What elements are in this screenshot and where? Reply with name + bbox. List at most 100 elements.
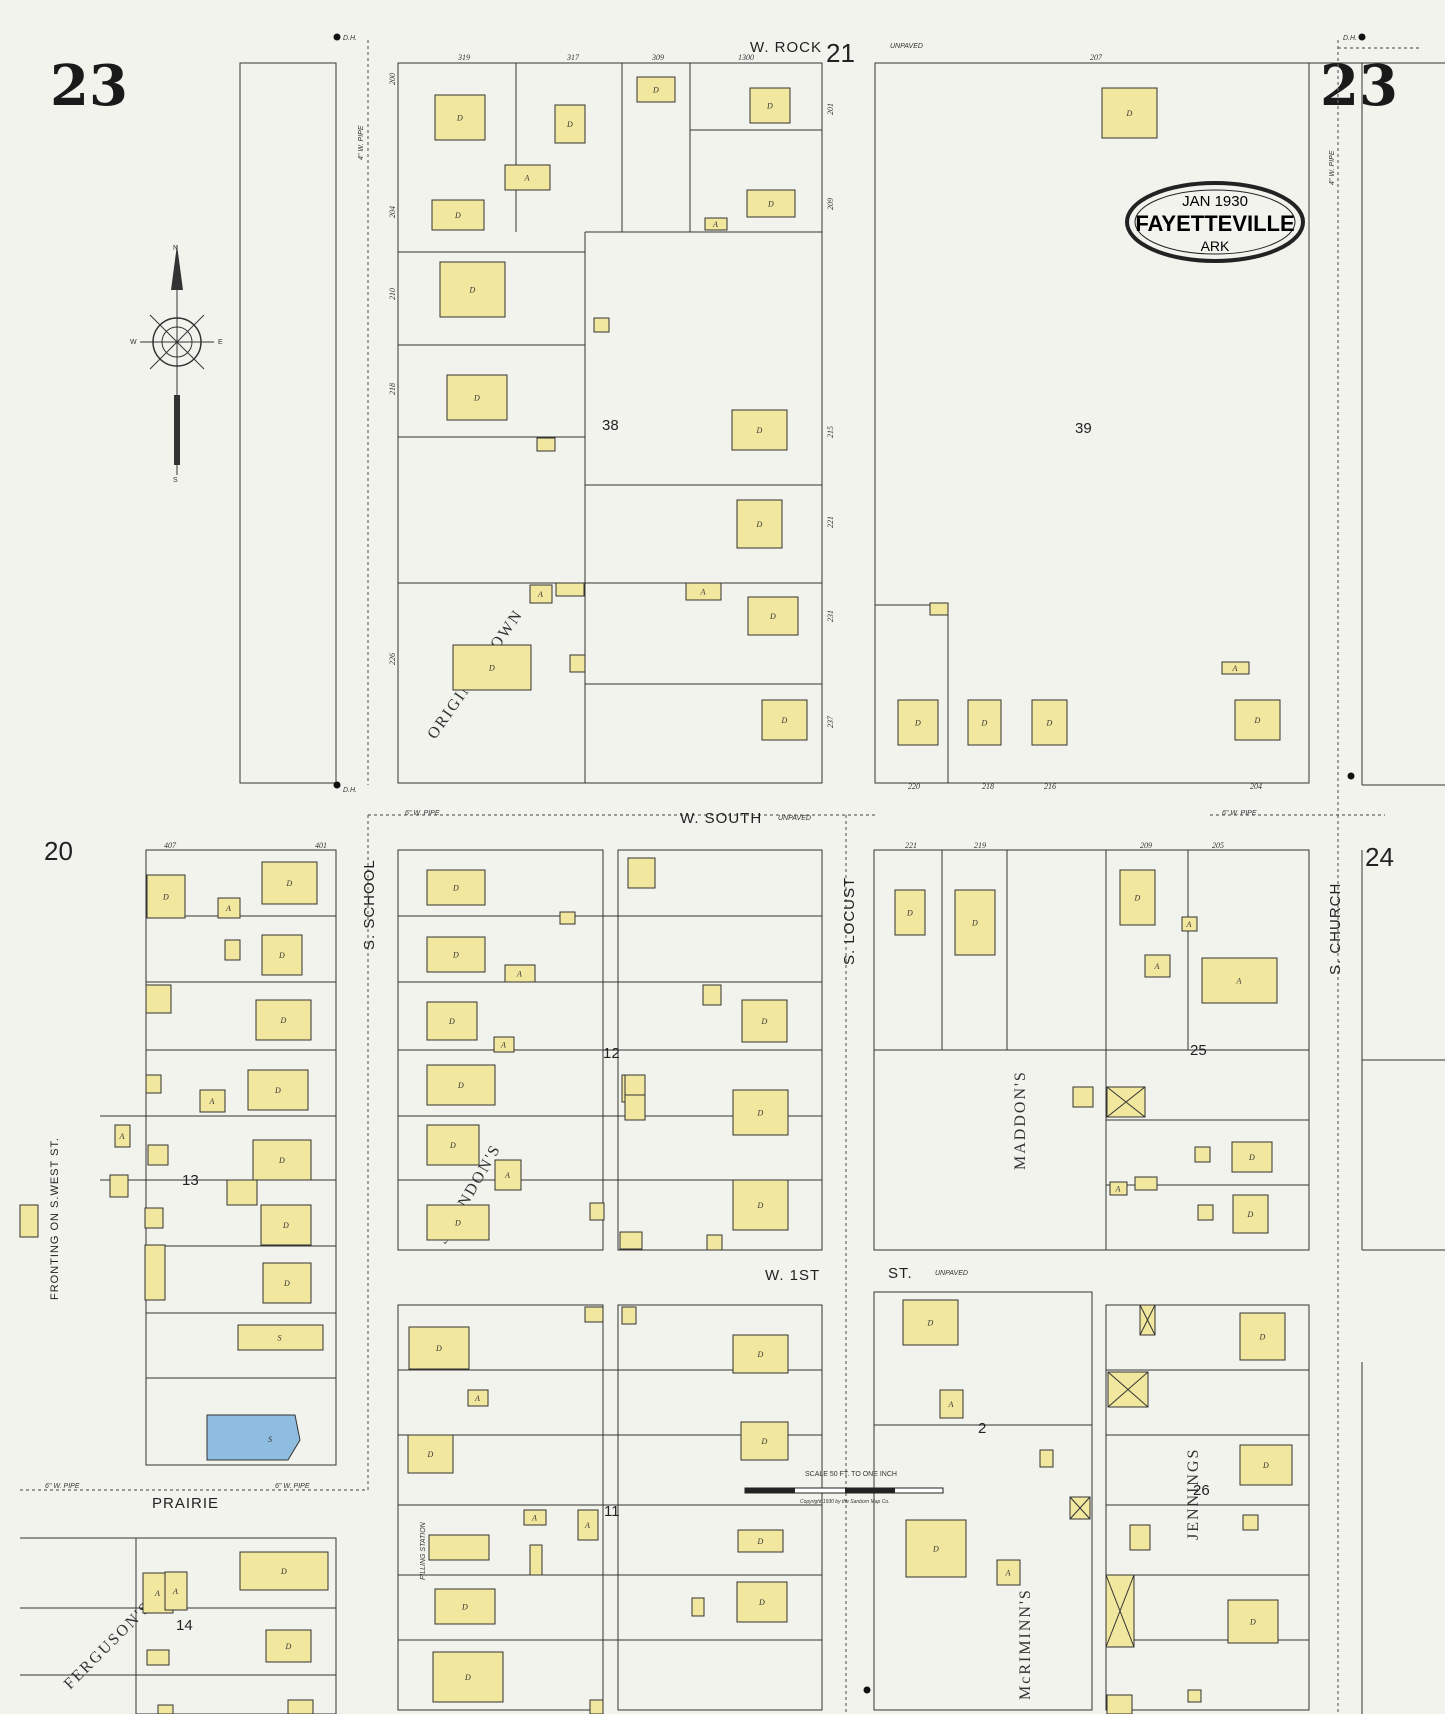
north-arrow-icon: N S E W — [130, 245, 223, 484]
building-type-label: D — [280, 1567, 287, 1576]
building-type-label: D — [464, 1673, 471, 1682]
building-footprint — [493, 1036, 515, 1053]
building-footprint — [736, 499, 783, 549]
filling-station-building — [428, 1534, 490, 1561]
svg-text:200: 200 — [388, 73, 397, 85]
scale-bar: SCALE 50 FT. TO ONE INCH Copyright 1930 … — [744, 1471, 944, 1505]
building-footprint — [1134, 1176, 1158, 1191]
building-type-label: A — [1005, 1569, 1011, 1578]
building-type-label: S — [268, 1435, 272, 1444]
building-type-label: A — [1154, 962, 1160, 971]
building-footprint — [145, 1074, 162, 1094]
building-type-label: D — [761, 1437, 768, 1446]
building-footprint — [731, 409, 788, 451]
building-type-label: D — [278, 1156, 285, 1165]
building-footprint — [1232, 1194, 1269, 1234]
building-type-label: D — [1262, 1461, 1269, 1470]
building-footprint — [736, 1581, 788, 1623]
svg-text:N: N — [173, 245, 178, 252]
building-type-label: A — [524, 174, 530, 183]
addresses-side: 200 204 210 218 226 201 209 215 221 231 … — [388, 73, 1262, 791]
street-s-school: S. SCHOOL — [361, 859, 378, 950]
addresses-top: 319 317 309 1300 207 407 401 221 219 209… — [164, 53, 1224, 850]
building-type-label: D — [757, 1201, 764, 1210]
building-type-label: D — [756, 520, 763, 529]
svg-text:309: 309 — [651, 53, 664, 62]
building-type-label: D — [981, 719, 988, 728]
building-type-label: D — [757, 1109, 764, 1118]
building-footprint — [114, 1124, 131, 1148]
building-footprint — [702, 984, 722, 1006]
hydrant-label: D.H. — [343, 35, 357, 42]
building-type-label: D — [566, 120, 573, 129]
building-footprint — [265, 1629, 312, 1663]
building-footprint — [217, 897, 241, 919]
building-footprint — [621, 1306, 637, 1325]
building-footprint — [1109, 1181, 1128, 1196]
svg-text:221: 221 — [905, 841, 917, 850]
building-footprint — [1197, 1204, 1214, 1221]
unpaved-label: UNPAVED — [890, 43, 923, 50]
building-type-label: A — [119, 1132, 125, 1141]
store-building-blue — [206, 1414, 301, 1461]
cartouche-city: FAYETTEVILLE — [1135, 211, 1294, 236]
street-w-south: W. SOUTH — [680, 810, 762, 827]
building-footprint — [619, 1231, 643, 1250]
building-type-label: D — [448, 1017, 455, 1026]
building-type-label: D — [1254, 716, 1261, 725]
title-cartouche: JAN 1930 FAYETTEVILLE ARK — [1125, 181, 1305, 263]
building-footprint — [627, 857, 656, 889]
building-type-label: D — [461, 1603, 468, 1612]
building-footprint — [954, 889, 996, 956]
sheet-number-right: 23 — [1320, 53, 1398, 119]
building-footprint — [554, 104, 586, 144]
building-footprint — [260, 1204, 312, 1246]
hydrant-label: D.H. — [1343, 35, 1357, 42]
building-type-label: D — [761, 1017, 768, 1026]
building-type-label: D — [932, 1545, 939, 1554]
hydrant-markers — [333, 33, 1366, 1694]
svg-text:209: 209 — [1140, 841, 1152, 850]
building-footprint — [1201, 957, 1278, 1004]
svg-text:1300: 1300 — [738, 53, 754, 62]
building-footprint — [536, 437, 556, 452]
building-footprint — [584, 1306, 604, 1323]
addition-jennings: JENNINGS — [1185, 1448, 1202, 1540]
cartouche-date: JAN 1930 — [1182, 193, 1248, 210]
building-type-label: D — [457, 1081, 464, 1090]
building-footprint — [1144, 954, 1171, 978]
building-footprint — [559, 911, 576, 925]
building-footprint — [252, 1139, 312, 1181]
block-number: 2 — [978, 1420, 986, 1437]
building-footprint — [1227, 1599, 1279, 1644]
svg-text:216: 216 — [1044, 782, 1056, 791]
building-type-label: D — [469, 286, 476, 295]
building-footprint — [261, 861, 318, 905]
building-footprint — [109, 1174, 129, 1198]
svg-text:317: 317 — [566, 53, 580, 62]
building-type-label: D — [906, 909, 913, 918]
svg-text:237: 237 — [826, 715, 835, 728]
adjacent-sheet-20: 20 — [44, 836, 73, 866]
building-footprint — [1181, 916, 1198, 932]
building-type-label: A — [1115, 1185, 1121, 1194]
svg-text:407: 407 — [164, 841, 177, 850]
building-footprint — [439, 261, 506, 318]
building-type-label: D — [454, 1219, 461, 1228]
building-type-label: D — [456, 114, 463, 123]
building-type-label: D — [435, 1344, 442, 1353]
building-footprint — [704, 217, 728, 231]
building-footprint — [1129, 1524, 1151, 1551]
building-footprint — [426, 869, 486, 906]
building-type-label: A — [172, 1587, 178, 1596]
building-cross-mark — [1069, 1496, 1091, 1520]
building-footprint — [929, 602, 949, 616]
building-type-label: D — [449, 1141, 456, 1150]
building-footprint — [261, 934, 303, 976]
svg-text:220: 220 — [908, 782, 920, 791]
addition-maddon: MADDON'S — [1012, 1070, 1029, 1170]
building-footprint — [426, 1064, 496, 1106]
building-type-label: A — [154, 1589, 160, 1598]
building-type-label: D — [427, 1450, 434, 1459]
building-footprint — [939, 1389, 964, 1419]
